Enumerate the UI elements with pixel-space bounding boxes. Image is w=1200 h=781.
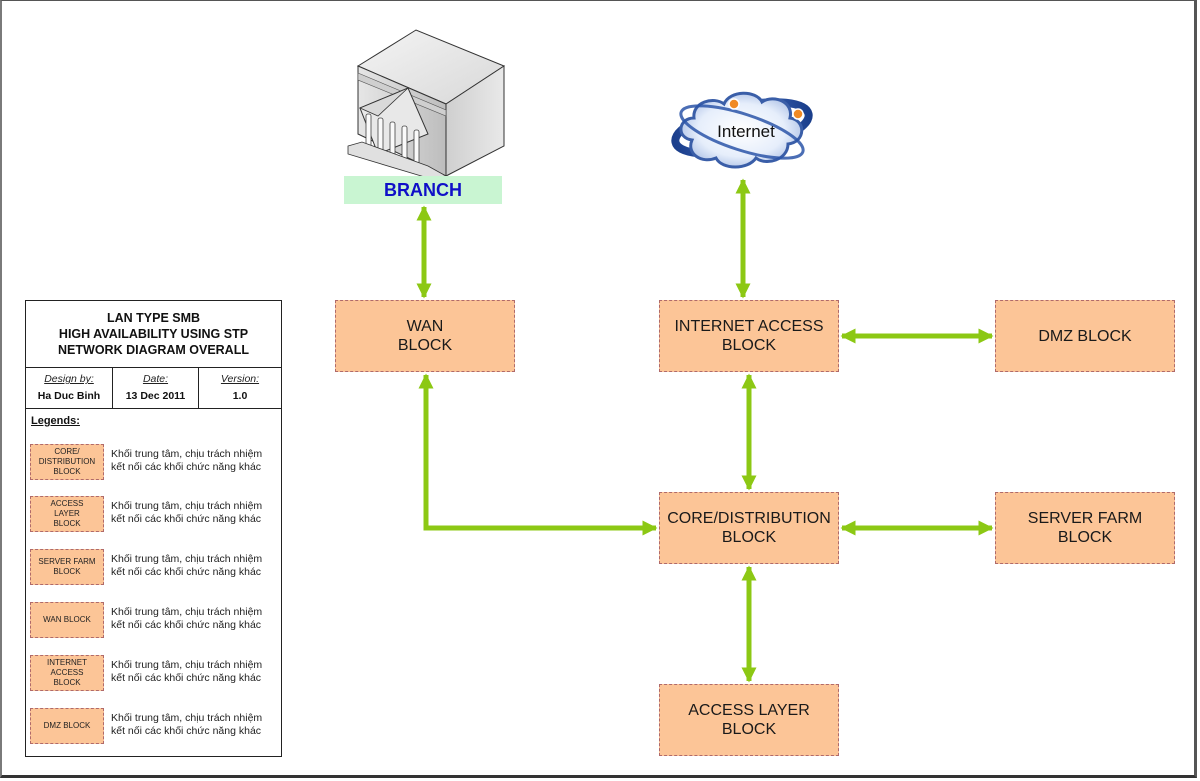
info-panel: LAN TYPE SMB HIGH AVAILABILITY USING STP… — [25, 300, 282, 757]
access-layer-block[interactable]: ACCESS LAYER BLOCK — [659, 684, 839, 756]
legend-description: Khối trung tâm, chịu trách nhiệm kết nối… — [111, 500, 263, 525]
internet-cloud-icon: Internet — [671, 91, 813, 169]
legend-description: Khối trung tâm, chịu trách nhiệm kết nối… — [111, 553, 263, 578]
legend-item: DMZ BLOCK Khối trung tâm, chịu trách nhi… — [30, 708, 280, 744]
legend-description: Khối trung tâm, chịu trách nhiệm kết nối… — [111, 606, 263, 631]
design-by-cell: Design by: Ha Duc Binh — [26, 368, 112, 408]
legend-item: INTERNET ACCESS BLOCK Khối trung tâm, ch… — [30, 655, 280, 691]
branch-label: BRANCH — [344, 176, 502, 204]
design-by-label: Design by: — [44, 373, 94, 385]
panel-title: LAN TYPE SMB HIGH AVAILABILITY USING STP… — [26, 301, 281, 368]
date-value: 13 Dec 2011 — [125, 390, 186, 402]
legend-item: SERVER FARM BLOCK Khối trung tâm, chịu t… — [30, 549, 280, 585]
wan-block[interactable]: WAN BLOCK — [335, 300, 515, 372]
meta-row: Design by: Ha Duc Binh Date: 13 Dec 2011… — [26, 368, 281, 409]
panel-title-line: LAN TYPE SMB — [106, 311, 201, 325]
date-cell: Date: 13 Dec 2011 — [112, 368, 198, 408]
panel-title-line: HIGH AVAILABILITY USING STP — [58, 327, 249, 341]
legend-description: Khối trung tâm, chịu trách nhiệm kết nối… — [111, 448, 263, 473]
legend-swatch: CORE/ DISTRIBUTION BLOCK — [30, 444, 104, 480]
legend-description: Khối trung tâm, chịu trách nhiệm kết nối… — [111, 712, 263, 737]
date-label: Date: — [142, 373, 169, 385]
internet-label: Internet — [717, 122, 775, 141]
legends-title: Legends: — [31, 415, 80, 427]
legend-item: ACCESS LAYER BLOCK Khối trung tâm, chịu … — [30, 496, 280, 532]
legend-description: Khối trung tâm, chịu trách nhiệm kết nối… — [111, 659, 263, 684]
legend-swatch: INTERNET ACCESS BLOCK — [30, 655, 104, 691]
legend-item: WAN BLOCK Khối trung tâm, chịu trách nhi… — [30, 602, 280, 638]
panel-title-line: NETWORK DIAGRAM OVERALL — [58, 343, 249, 357]
bank-building-icon — [347, 29, 506, 178]
version-value: 1.0 — [232, 390, 248, 402]
legend-swatch: DMZ BLOCK — [30, 708, 104, 744]
version-cell: Version: 1.0 — [198, 368, 281, 408]
link-wan-to-core — [418, 373, 658, 536]
legend-swatch: WAN BLOCK — [30, 602, 104, 638]
design-by-value: Ha Duc Binh — [37, 390, 101, 402]
legend-swatch: SERVER FARM BLOCK — [30, 549, 104, 585]
core-distribution-block[interactable]: CORE/DISTRIBUTION BLOCK — [659, 492, 839, 564]
version-label: Version: — [220, 373, 260, 385]
legend-item: CORE/ DISTRIBUTION BLOCK Khối trung tâm,… — [30, 444, 280, 480]
dmz-block[interactable]: DMZ BLOCK — [995, 300, 1175, 372]
internet-access-block[interactable]: INTERNET ACCESS BLOCK — [659, 300, 839, 372]
legend-swatch: ACCESS LAYER BLOCK — [30, 496, 104, 532]
server-farm-block[interactable]: SERVER FARM BLOCK — [995, 492, 1175, 564]
